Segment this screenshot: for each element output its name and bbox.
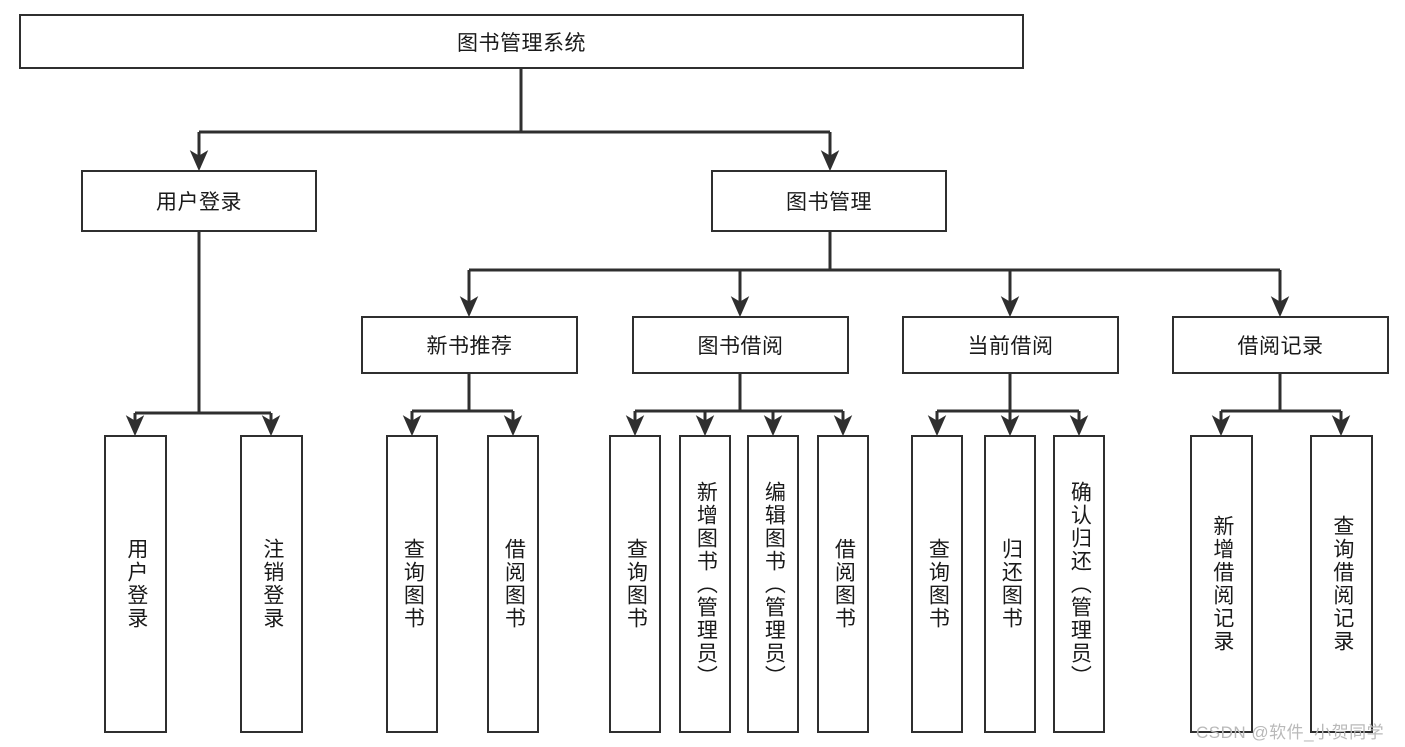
leaf-logout[interactable]: 注销登录 xyxy=(240,435,303,733)
node-new-book-recommend-label: 新书推荐 xyxy=(426,335,513,358)
leaf-add-book-admin-label: 新增图书（管理员） xyxy=(694,480,718,688)
leaf-query-book-current[interactable]: 查询图书 xyxy=(911,435,963,733)
leaf-add-borrow-record-label: 新增借阅记录 xyxy=(1210,515,1234,653)
leaf-query-borrow-record[interactable]: 查询借阅记录 xyxy=(1310,435,1373,733)
leaf-borrow-book-label: 借阅图书 xyxy=(832,538,856,630)
leaf-query-book-borrow-label: 查询图书 xyxy=(624,538,648,630)
leaf-borrow-book-new[interactable]: 借阅图书 xyxy=(487,435,539,733)
node-new-book-recommend[interactable]: 新书推荐 xyxy=(361,316,578,374)
node-book-management-label: 图书管理 xyxy=(786,191,872,214)
leaf-confirm-return-admin[interactable]: 确认归还（管理员） xyxy=(1053,435,1105,733)
leaf-borrow-book-new-label: 借阅图书 xyxy=(502,538,526,630)
node-borrow-record-label: 借阅记录 xyxy=(1237,335,1324,358)
leaf-return-book[interactable]: 归还图书 xyxy=(984,435,1036,733)
leaf-logout-label: 注销登录 xyxy=(260,538,284,630)
leaf-query-book-new[interactable]: 查询图书 xyxy=(386,435,438,733)
node-root-label: 图书管理系统 xyxy=(457,31,586,55)
leaf-query-book-current-label: 查询图书 xyxy=(926,538,950,630)
leaf-return-book-label: 归还图书 xyxy=(999,538,1023,630)
leaf-user-login[interactable]: 用户登录 xyxy=(104,435,167,733)
leaf-confirm-return-admin-label: 确认归还（管理员） xyxy=(1068,480,1092,688)
leaf-add-borrow-record[interactable]: 新增借阅记录 xyxy=(1190,435,1253,733)
leaf-add-book-admin[interactable]: 新增图书（管理员） xyxy=(679,435,731,733)
node-current-borrow[interactable]: 当前借阅 xyxy=(902,316,1119,374)
leaf-query-borrow-record-label: 查询借阅记录 xyxy=(1330,515,1354,653)
node-user-login[interactable]: 用户登录 xyxy=(81,170,317,232)
node-book-management[interactable]: 图书管理 xyxy=(711,170,947,232)
watermark: CSDN @软件_小贺同学 xyxy=(1196,723,1385,742)
node-book-borrow[interactable]: 图书借阅 xyxy=(632,316,849,374)
leaf-query-book-borrow[interactable]: 查询图书 xyxy=(609,435,661,733)
node-current-borrow-label: 当前借阅 xyxy=(967,335,1054,358)
leaf-query-book-new-label: 查询图书 xyxy=(401,538,425,630)
node-book-borrow-label: 图书借阅 xyxy=(697,335,784,358)
node-root[interactable]: 图书管理系统 xyxy=(19,14,1024,69)
node-user-login-label: 用户登录 xyxy=(156,191,242,214)
leaf-user-login-label: 用户登录 xyxy=(124,538,148,630)
leaf-edit-book-admin-label: 编辑图书（管理员） xyxy=(762,480,786,688)
leaf-borrow-book[interactable]: 借阅图书 xyxy=(817,435,869,733)
leaf-edit-book-admin[interactable]: 编辑图书（管理员） xyxy=(747,435,799,733)
node-borrow-record[interactable]: 借阅记录 xyxy=(1172,316,1389,374)
